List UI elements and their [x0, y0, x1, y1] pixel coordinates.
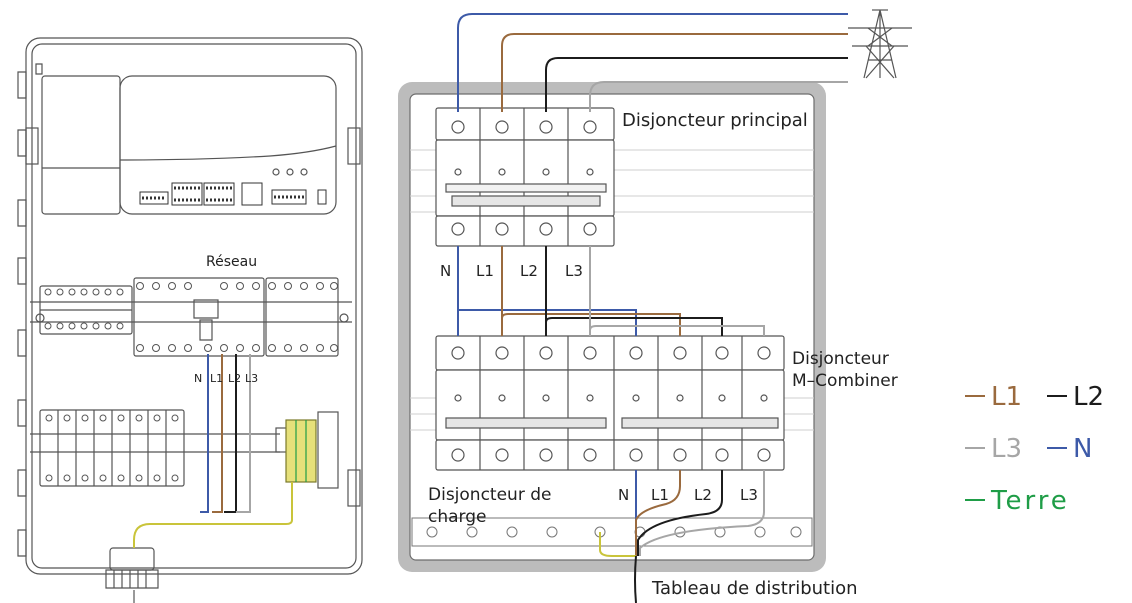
legend-label-earth: Terre: [991, 486, 1070, 516]
out-wire-l2: [637, 470, 723, 556]
legend-label-l3: L3: [991, 434, 1023, 464]
combiner-label-line2: M–Combiner: [792, 371, 898, 391]
supply-wire-l1: [501, 33, 848, 112]
left-wire-earth: [133, 482, 293, 548]
legend-swatch-earth: [965, 498, 985, 501]
main-terminal-l2: L2: [520, 262, 538, 280]
legend-swatch-l3: [965, 446, 985, 449]
load-breaker-row: [30, 409, 289, 487]
main-terminal-labels: N L1 L2 L3: [440, 262, 583, 280]
distribution-cable: [634, 555, 637, 603]
combiner-terminal-l3: L3: [740, 486, 758, 504]
cabinet-hinges: [17, 71, 27, 557]
legend-label-n: N: [1073, 434, 1093, 464]
combiner-terminal-l2: L2: [694, 486, 712, 504]
main-terminal-l3: L3: [565, 262, 583, 280]
left-terminal-l1: L1: [210, 372, 223, 385]
legend-item-l2: L2: [1047, 382, 1104, 412]
legend-item-l3: L3: [965, 434, 1022, 464]
main-to-combiner-l2: [545, 246, 723, 336]
inverter-unit: [41, 75, 337, 215]
left-terminal-labels: N L1 L2 L3: [194, 372, 258, 385]
inverter-cabinet: [17, 37, 363, 603]
combiner-label-line1: Disjoncteur: [792, 349, 889, 369]
combiner-breaker: [435, 335, 785, 471]
power-pylon-icon: [848, 9, 912, 79]
main-terminal-n: N: [440, 262, 451, 280]
out-wire-l1: [635, 470, 681, 556]
main-breaker-label: Disjoncteur principal: [622, 110, 808, 131]
grid-breaker-row: [30, 277, 352, 357]
cable-gland: [105, 547, 159, 603]
left-terminal-l3: L3: [245, 372, 258, 385]
supply-wire-n: [457, 13, 848, 112]
left-wires: [133, 354, 293, 548]
distribution-board-label: Tableau de distribution: [651, 578, 858, 599]
grid-label: Réseau: [206, 254, 257, 270]
load-breaker-label-line2: charge: [428, 507, 486, 527]
load-breaker-label-line1: Disjoncteur de: [428, 485, 551, 505]
left-terminal-l2: L2: [228, 372, 241, 385]
left-wire-l1: [212, 354, 223, 513]
main-terminal-l1: L1: [476, 262, 494, 280]
left-wire-n: [200, 354, 209, 513]
combiner-terminal-l1: L1: [651, 486, 669, 504]
supply-wire-l3: [589, 81, 848, 112]
left-terminal-n: N: [194, 372, 202, 385]
cabinet-door: [25, 37, 363, 575]
combiner-terminal-n: N: [618, 486, 629, 504]
combiner-terminal-labels: N L1 L2 L3: [618, 486, 758, 504]
main-breaker: [435, 107, 615, 247]
supply-wire-l2: [545, 57, 848, 112]
legend-swatch-l2: [1047, 394, 1067, 397]
main-to-combiner-l1: [501, 246, 681, 336]
out-wire-earth: [599, 532, 636, 557]
legend-item-l1: L1: [965, 382, 1022, 412]
legend-swatch-n: [1047, 446, 1067, 449]
distribution-bar: [411, 517, 813, 547]
legend-swatch-l1: [965, 394, 985, 397]
left-wire-l3: [236, 354, 251, 513]
out-wire-l3: [639, 470, 765, 556]
legend-label-l1: L1: [991, 382, 1023, 412]
terminal-block: [285, 411, 339, 489]
right-wires: [457, 13, 848, 603]
legend-label-l2: L2: [1073, 382, 1105, 412]
main-to-combiner-l3: [589, 246, 765, 336]
legend-item-earth: Terre: [965, 486, 1070, 516]
legend-item-n: N: [1047, 434, 1092, 464]
